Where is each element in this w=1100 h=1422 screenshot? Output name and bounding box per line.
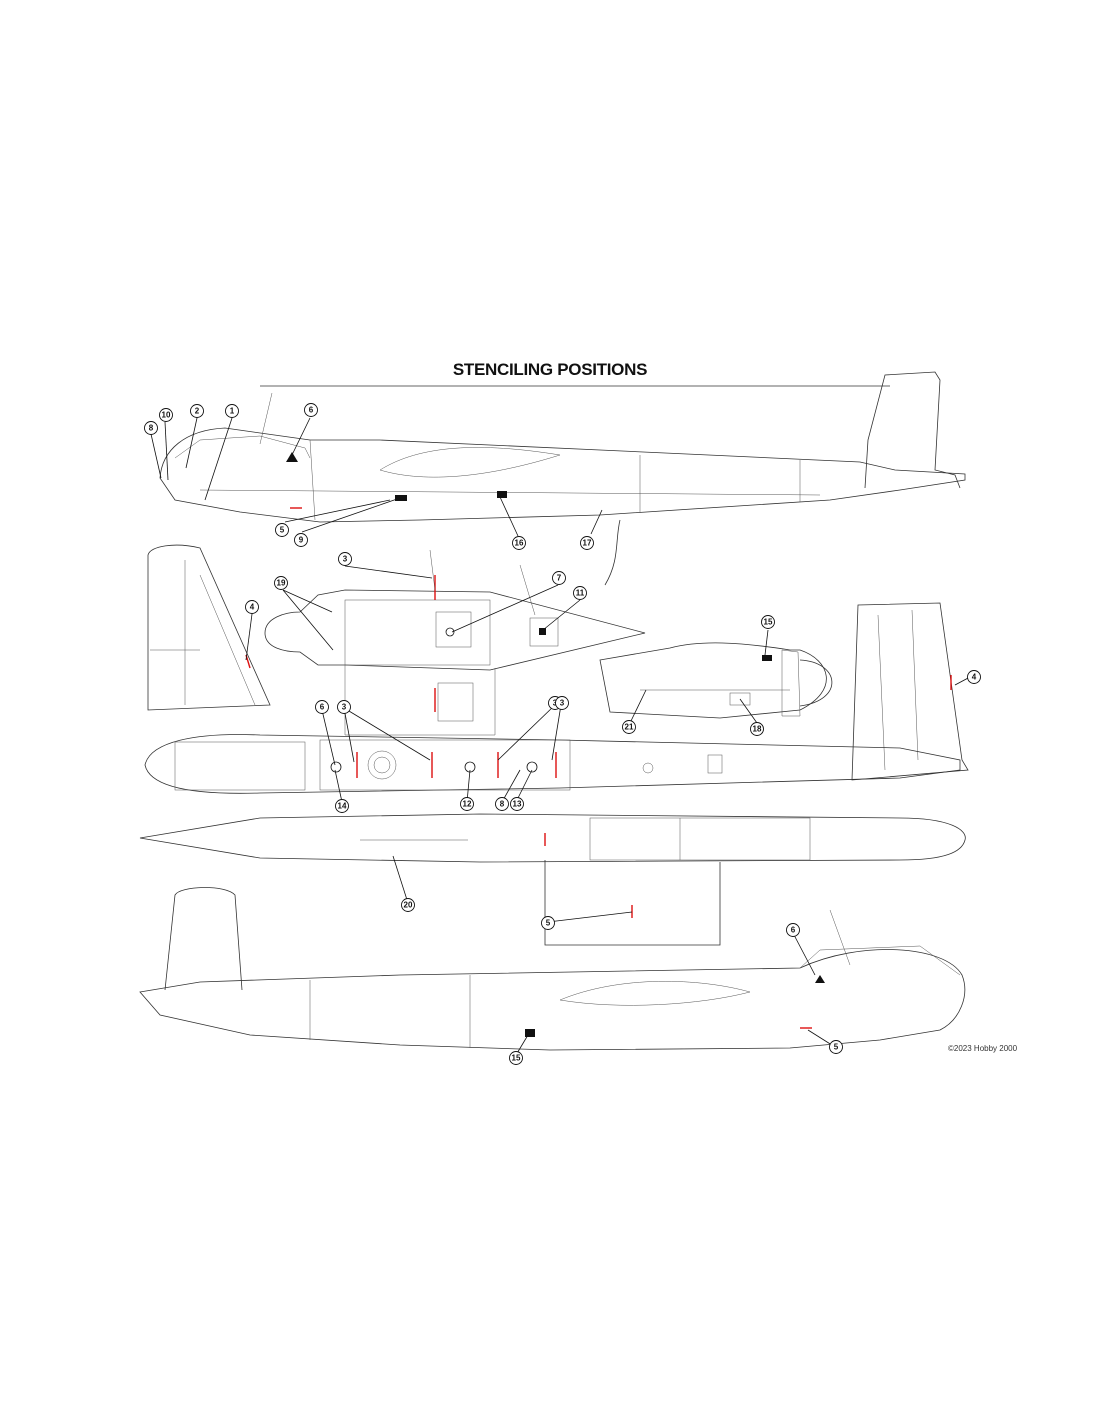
callout-9: 9 xyxy=(294,533,308,547)
svg-text:16: 16 xyxy=(515,539,524,548)
svg-text:17: 17 xyxy=(583,539,592,548)
copyright-note: ©2023 Hobby 2000 xyxy=(948,1044,1018,1053)
svg-text:15: 15 xyxy=(764,618,773,627)
fuselage-bottom-view xyxy=(139,813,966,946)
svg-text:14: 14 xyxy=(338,802,347,811)
callout-1: 1 xyxy=(225,404,239,418)
svg-text:19: 19 xyxy=(277,579,286,588)
svg-text:6: 6 xyxy=(309,406,314,415)
callout-4b: 4 xyxy=(967,670,981,684)
callout-12: 12 xyxy=(460,797,474,811)
callout-10: 10 xyxy=(159,408,173,422)
fuselage-top-view xyxy=(144,734,961,794)
svg-text:9: 9 xyxy=(299,536,304,545)
callout-5a: 5 xyxy=(275,523,289,537)
svg-text:8: 8 xyxy=(149,424,154,433)
svg-text:21: 21 xyxy=(625,723,634,732)
svg-text:6: 6 xyxy=(791,926,796,935)
callout-4a: 4 xyxy=(245,600,259,614)
fin-right-view xyxy=(851,602,969,781)
callout-3a: 3 xyxy=(338,552,352,566)
callout-15a: 15 xyxy=(761,615,775,629)
svg-text:10: 10 xyxy=(162,411,171,420)
svg-text:2: 2 xyxy=(195,407,200,416)
callout-6b: 6 xyxy=(315,700,329,714)
engine-top-view xyxy=(264,549,646,736)
svg-text:12: 12 xyxy=(463,800,472,809)
svg-text:5: 5 xyxy=(546,919,551,928)
callout-16: 16 xyxy=(512,536,526,550)
callout-13: 13 xyxy=(510,797,524,811)
callout-19: 19 xyxy=(274,576,288,590)
callout-5b: 5 xyxy=(541,916,555,930)
callout-7: 7 xyxy=(552,571,566,585)
callout-5c: 5 xyxy=(829,1040,843,1054)
callout-2: 2 xyxy=(190,404,204,418)
svg-text:8: 8 xyxy=(500,800,505,809)
engine-side-view xyxy=(599,642,833,719)
fin-detail-view xyxy=(147,544,271,711)
callout-8b: 8 xyxy=(495,797,509,811)
svg-text:7: 7 xyxy=(557,574,562,583)
svg-text:4: 4 xyxy=(972,673,977,682)
svg-text:3: 3 xyxy=(560,699,565,708)
callout-6c: 6 xyxy=(786,923,800,937)
callout-3d: 3 xyxy=(555,696,569,710)
svg-text:20: 20 xyxy=(404,901,413,910)
callout-8a: 8 xyxy=(144,421,158,435)
callout-6a: 6 xyxy=(304,403,318,417)
svg-text:5: 5 xyxy=(834,1043,839,1052)
leader-lines xyxy=(150,417,971,1056)
svg-text:13: 13 xyxy=(513,800,522,809)
page-title: STENCILING POSITIONS xyxy=(452,360,648,379)
svg-text:1: 1 xyxy=(230,407,235,416)
side-view-right xyxy=(139,887,966,1051)
svg-text:3: 3 xyxy=(343,555,348,564)
svg-text:5: 5 xyxy=(280,526,285,535)
callout-17: 17 xyxy=(580,536,594,550)
callout-21: 21 xyxy=(622,720,636,734)
svg-text:4: 4 xyxy=(250,603,255,612)
side-view-left xyxy=(159,371,966,586)
svg-text:6: 6 xyxy=(320,703,325,712)
callout-20: 20 xyxy=(401,898,415,912)
callout-15b: 15 xyxy=(509,1051,523,1065)
stencil-markers xyxy=(286,452,825,1037)
svg-text:15: 15 xyxy=(512,1054,521,1063)
callout-14: 14 xyxy=(335,799,349,813)
svg-text:18: 18 xyxy=(753,725,762,734)
callout-11: 11 xyxy=(573,586,587,600)
callout-3b: 3 xyxy=(337,700,351,714)
svg-text:11: 11 xyxy=(576,589,585,598)
callout-18: 18 xyxy=(750,722,764,736)
svg-text:3: 3 xyxy=(342,703,347,712)
